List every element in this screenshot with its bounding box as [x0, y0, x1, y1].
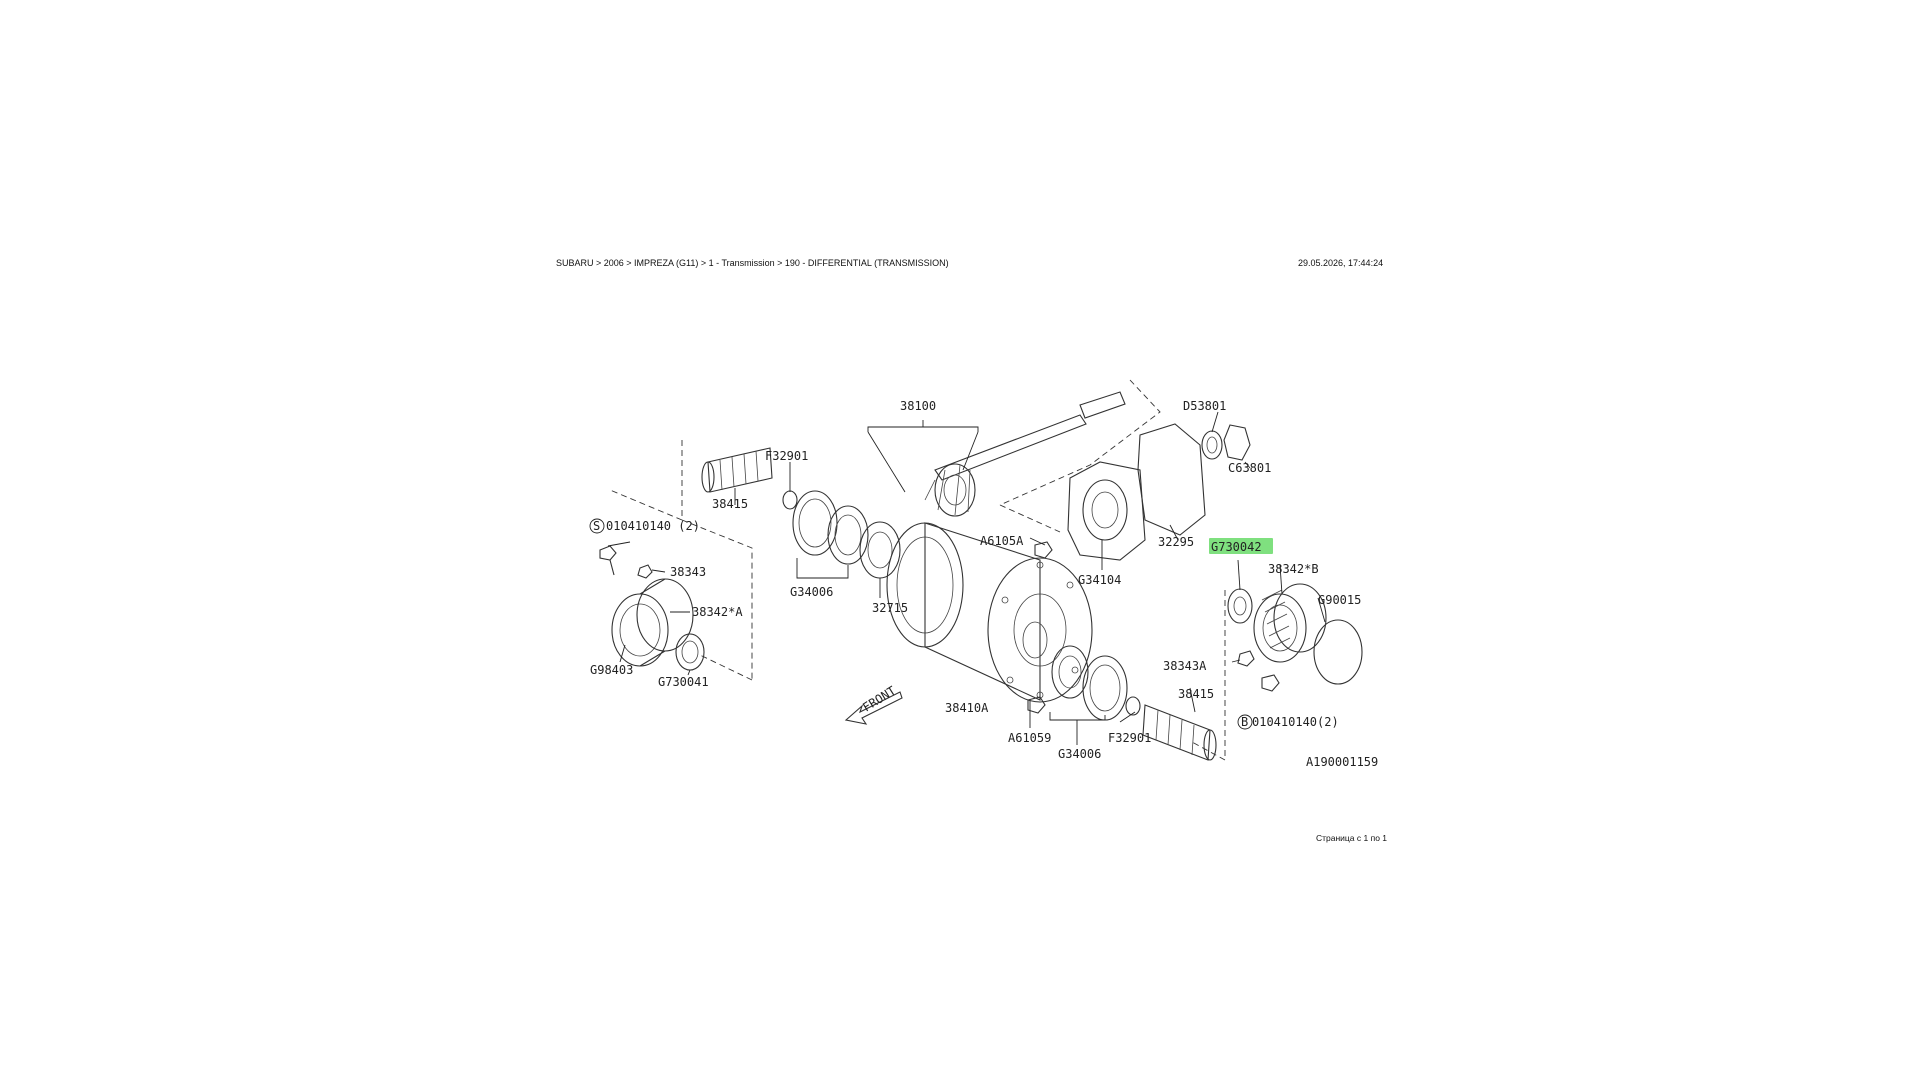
circle-marker-s: [589, 518, 605, 534]
leader-lines: [607, 411, 1326, 745]
page-counter: Страница с 1 по 1: [1316, 833, 1388, 843]
breadcrumb: SUBARU > 2006 > IMPREZA (G11) > 1 - Tran…: [556, 258, 949, 268]
label-010410140-right[interactable]: 010410140(2): [1252, 715, 1339, 729]
label-010410140-left[interactable]: 010410140 (2): [606, 519, 700, 533]
circle-letter-s: S: [593, 519, 600, 533]
label-g98403[interactable]: G98403: [590, 663, 633, 677]
highlight-marker: [1209, 538, 1273, 554]
extension-housing-part: [1067, 461, 1146, 561]
differential-case-part: [886, 522, 1093, 703]
circle-letter-b: B: [1241, 715, 1248, 729]
label-38410a[interactable]: 38410A: [945, 701, 989, 715]
label-d53801[interactable]: D53801: [1183, 399, 1226, 413]
print-datetime: 29.05.2026, 17:44:24: [1298, 258, 1384, 268]
label-38342-b[interactable]: 38342*B: [1268, 562, 1319, 576]
label-38342-a[interactable]: 38342*A: [692, 605, 743, 619]
o-ring-right-part: [1125, 696, 1141, 716]
left-axle-shaft-part: [701, 447, 773, 493]
left-dashed-frame: [609, 440, 753, 681]
label-g90015[interactable]: G90015: [1318, 593, 1361, 607]
label-38343a[interactable]: 38343A: [1163, 659, 1207, 673]
o-ring-left-part: [782, 490, 798, 510]
right-axle-shaft-part: [1142, 704, 1217, 761]
label-32715[interactable]: 32715: [872, 601, 908, 615]
label-g34104[interactable]: G34104: [1078, 573, 1121, 587]
label-a61059[interactable]: A61059: [1008, 731, 1051, 745]
right-dashed-frame: [999, 379, 1226, 761]
left-side-retainer-part: [611, 578, 705, 671]
label-f32901-left[interactable]: F32901: [765, 449, 808, 463]
label-38343[interactable]: 38343: [670, 565, 706, 579]
label-g34006-right[interactable]: G34006: [1058, 747, 1101, 761]
seal-nut-part: [1201, 424, 1251, 461]
label-g730042[interactable]: G730042: [1211, 540, 1262, 554]
label-32295[interactable]: 32295: [1158, 535, 1194, 549]
bolt-a61059-part: [1027, 696, 1046, 714]
label-a6105a[interactable]: A6105A: [980, 534, 1024, 548]
label-g34006-left[interactable]: G34006: [790, 585, 833, 599]
label-c63801[interactable]: C63801: [1228, 461, 1271, 475]
left-bearing-part: [792, 490, 901, 579]
label-g730041[interactable]: G730041: [658, 675, 709, 689]
pinion-shaft-part: [924, 391, 1126, 517]
bolt-a6105a-part: [1034, 541, 1053, 559]
right-bearing-part: [1051, 645, 1128, 721]
circle-marker-b: [1237, 714, 1253, 730]
label-38415-left[interactable]: 38415: [712, 497, 748, 511]
label-38100[interactable]: 38100: [900, 399, 936, 413]
gasket-part: [1137, 423, 1206, 536]
right-bolts-part: [1237, 650, 1280, 692]
front-arrow: [844, 691, 903, 725]
label-38415-right[interactable]: 38415: [1178, 687, 1214, 701]
label-f32901-right[interactable]: F32901: [1108, 731, 1151, 745]
illustration-reference-number: A190001159: [1306, 755, 1378, 769]
left-bolts-part: [599, 545, 653, 579]
